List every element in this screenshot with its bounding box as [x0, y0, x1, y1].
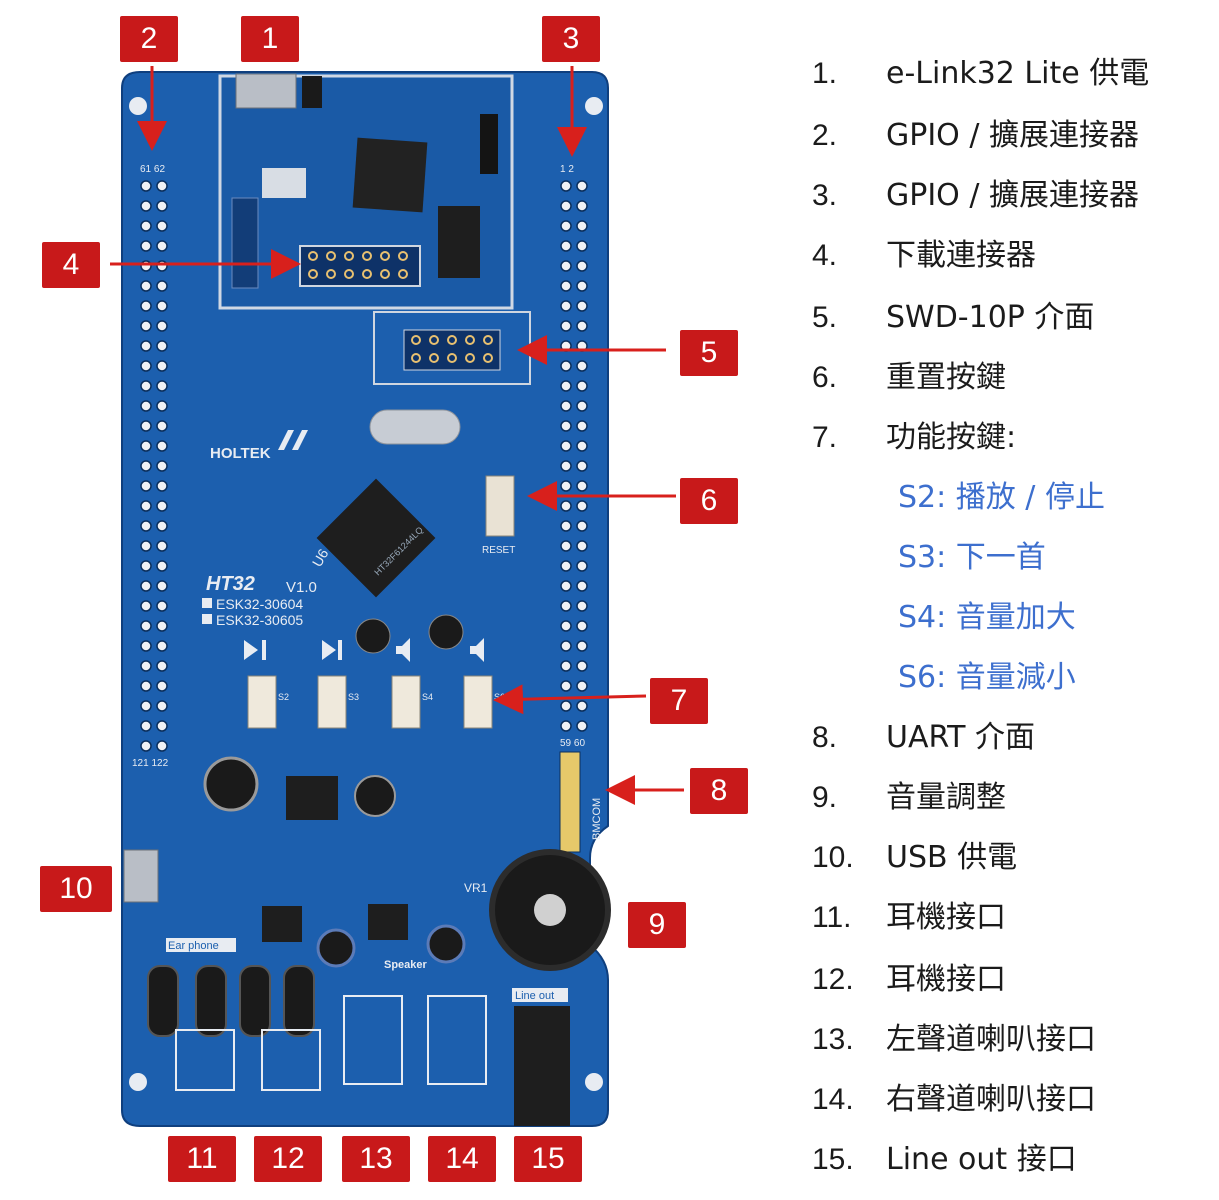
callout-10: 10 [40, 866, 112, 912]
legend-item-8: 8.UART 介面 [812, 720, 1036, 755]
uart-label: BMCOM [591, 798, 603, 840]
volume-up-icon [396, 638, 410, 662]
lineout-label: Line out [515, 990, 554, 1002]
holtek-mark [278, 430, 308, 450]
capacitor [355, 618, 391, 654]
switch-label-s2: S2 [278, 692, 289, 702]
function-switches [247, 675, 493, 729]
legend-item-10: 10.USB 供電 [812, 840, 1018, 875]
next-icon [322, 640, 342, 660]
legend-item-7: 7.功能按鍵: [812, 420, 1017, 455]
vr-label: VR1 [464, 881, 488, 895]
usb-power-connector [123, 849, 159, 903]
model-1: ESK32-30604 [216, 596, 303, 612]
model-checkbox [202, 614, 212, 624]
legend-item-5: 5.SWD-10P 介面 [812, 300, 1095, 335]
legend-sub-s3: S3: 下一首 [898, 540, 1046, 575]
s1-switch [262, 168, 306, 198]
switch-label-s3: S3 [348, 692, 359, 702]
left-header-top-label: 61 62 [140, 164, 165, 175]
small-header [231, 197, 259, 289]
main-mcu-chip [316, 478, 436, 598]
callout-13: 13 [342, 1136, 410, 1182]
legend-item-12: 12.耳機接口 [812, 962, 1006, 997]
callout-7: 7 [650, 678, 708, 724]
legend-item-2: 2.GPIO / 擴展連接器 [812, 118, 1139, 153]
uart-header [559, 751, 581, 853]
lineout-label-bg [512, 988, 568, 1002]
callout-3: 3 [542, 16, 600, 62]
callout-9: 9 [628, 902, 686, 948]
callout-2: 2 [120, 16, 178, 62]
callout-4: 4 [42, 242, 100, 288]
right-header-top-label: 1 2 [560, 164, 574, 175]
earphone-capacitors [147, 965, 315, 1037]
speaker-label: Speaker [384, 959, 428, 971]
volume-knob-shaft [534, 894, 566, 926]
capacitor [354, 775, 396, 817]
callout-15: 15 [514, 1136, 582, 1182]
legend-item-4: 4.下載連接器 [812, 238, 1036, 273]
amp-chip [262, 906, 302, 942]
play-pause-icon [244, 640, 266, 660]
model-2: ESK32-30605 [216, 612, 303, 628]
earphone-label-bg [166, 938, 236, 952]
legend-item-14: 14.右聲道喇叭接口 [812, 1082, 1096, 1117]
callout-arrows [110, 66, 684, 805]
legend-item-6: 6.重置按鍵 [812, 360, 1006, 395]
board-photo-area: U6 HT32F61244LQ RESET HOLTEK HT32 V1.0 E… [40, 16, 748, 1182]
board-illustration: U6 HT32F61244LQ RESET HOLTEK HT32 V1.0 E… [110, 66, 684, 1127]
p2-header [480, 114, 498, 174]
volume-down-icon [470, 638, 484, 662]
legend-sub-s2: S2: 播放 / 停止 [898, 480, 1105, 515]
right-header-bottom-label: 59 60 [560, 738, 585, 749]
capacitor [316, 928, 356, 968]
legend-sub-s4: S4: 音量加大 [898, 600, 1076, 635]
capacitor [426, 924, 466, 964]
legend-item-13: 13.左聲道喇叭接口 [812, 1022, 1096, 1057]
legend-item-11: 11.耳機接口 [812, 900, 1006, 935]
speaker-left-connector [343, 995, 403, 1085]
callout-8: 8 [690, 768, 748, 814]
earphone-label: Ear phone [168, 940, 219, 952]
callout-11: 11 [168, 1136, 236, 1182]
callout-5: 5 [680, 330, 738, 376]
usb-connector [235, 73, 297, 109]
callout-1: 1 [241, 16, 299, 62]
u3-chip [438, 206, 480, 278]
callout-12: 12 [254, 1136, 322, 1182]
right-gpio-header [560, 180, 588, 732]
amp-chip [368, 904, 408, 940]
version-label: V1.0 [286, 579, 317, 596]
regulator [286, 776, 338, 820]
reset-button [485, 475, 515, 537]
mount-hole [585, 1073, 603, 1091]
mount-hole [585, 97, 603, 115]
speaker-right-connector [427, 995, 487, 1085]
mount-hole [129, 97, 147, 115]
reset-label: RESET [482, 545, 515, 556]
crystal [369, 409, 461, 445]
legend-sub-s6: S6: 音量減小 [898, 660, 1076, 695]
earphone-jack-1 [175, 1029, 235, 1091]
holtek-logo: HOLTEK [210, 445, 271, 462]
capacitor [203, 756, 259, 812]
callout-6: 6 [680, 478, 738, 524]
earphone-jack-2 [261, 1029, 321, 1091]
elink-mcu-chip [352, 137, 428, 213]
left-header-bottom-label: 121 122 [132, 758, 169, 769]
diode [302, 76, 322, 108]
legend-item-9: 9.音量調整 [812, 780, 1006, 815]
lineout-jack [514, 1006, 570, 1126]
switch-label-s4: S4 [422, 692, 433, 702]
legend-item-15: 15.Line out 接口 [812, 1142, 1077, 1177]
model-checkbox [202, 598, 212, 608]
callout-14: 14 [428, 1136, 496, 1182]
ht32-logo: HT32 [206, 573, 255, 595]
legend-item-1: 1.e-Link32 Lite 供電 [812, 56, 1150, 91]
legend-item-3: 3.GPIO / 擴展連接器 [812, 178, 1139, 213]
mount-hole [129, 1073, 147, 1091]
chip-label: U6 [309, 546, 332, 570]
capacitor [428, 614, 464, 650]
